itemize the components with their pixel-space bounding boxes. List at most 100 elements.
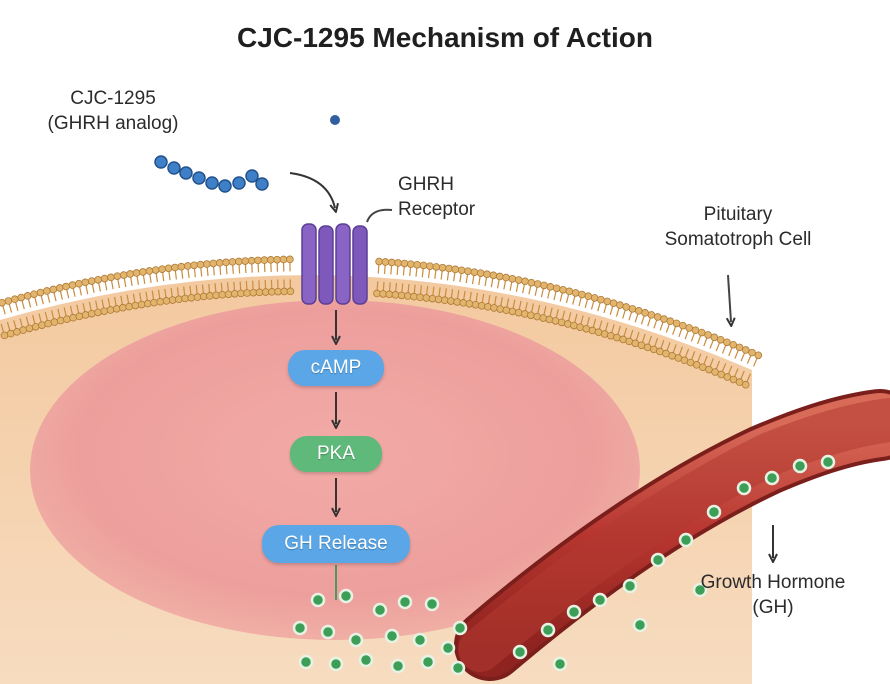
diagram-title: CJC-1295 Mechanism of Action bbox=[237, 22, 653, 53]
lipid-head bbox=[137, 300, 146, 309]
lipid-head bbox=[196, 260, 205, 269]
lipid-head bbox=[628, 305, 637, 313]
gh-granule bbox=[348, 632, 364, 648]
camp-node-label: cAMP bbox=[310, 357, 362, 378]
lipid-head bbox=[471, 300, 480, 309]
lipid-head bbox=[540, 281, 548, 290]
gh-granule bbox=[292, 620, 308, 636]
gh-granules bbox=[292, 454, 836, 676]
lipid-head bbox=[410, 292, 418, 301]
lipid-head bbox=[419, 261, 428, 270]
receptor-label-line1: GHRH bbox=[398, 174, 454, 195]
lipid-head bbox=[490, 304, 498, 312]
lipid-head bbox=[514, 308, 523, 317]
lipid-head bbox=[131, 301, 140, 310]
lipid-head bbox=[422, 294, 431, 302]
gh-granule bbox=[678, 532, 694, 548]
lipid-head bbox=[477, 301, 486, 310]
lipid-head bbox=[609, 299, 618, 308]
cell-label-line1: Pituitary bbox=[703, 204, 773, 225]
lipid-head bbox=[653, 313, 662, 321]
lipid-head bbox=[241, 257, 250, 265]
gh-granule bbox=[310, 592, 326, 608]
lipid-head bbox=[476, 269, 485, 277]
lipid-head bbox=[704, 331, 712, 339]
pka-node-label: PKA bbox=[316, 443, 356, 464]
lipid-head bbox=[527, 311, 535, 320]
gh-granule bbox=[792, 458, 808, 474]
peptide-chain bbox=[154, 155, 269, 193]
gh-granule bbox=[320, 624, 336, 640]
lipid-head bbox=[453, 298, 461, 306]
lipid-head bbox=[672, 319, 681, 328]
gh-granule bbox=[552, 656, 568, 672]
lipid-head bbox=[571, 289, 580, 297]
ghrh-receptor bbox=[301, 208, 393, 305]
lipid-head bbox=[600, 330, 609, 338]
lipid-head bbox=[119, 271, 128, 279]
lipid-head bbox=[255, 288, 264, 297]
lipid-head bbox=[597, 295, 605, 304]
lipid-head bbox=[139, 268, 147, 276]
gh-label: Growth Hormone (GH) bbox=[668, 570, 878, 620]
lipid-head bbox=[426, 262, 434, 270]
lipid-head bbox=[156, 297, 165, 306]
lipid-head bbox=[660, 315, 668, 323]
lipid-head bbox=[521, 277, 529, 286]
cell-label-arrow bbox=[728, 274, 731, 322]
lipid-head bbox=[416, 293, 424, 302]
lipid-head bbox=[403, 292, 412, 300]
lipid-head bbox=[247, 256, 256, 265]
receptor-label-line2: Receptor bbox=[398, 199, 476, 220]
lipid-head bbox=[539, 314, 548, 322]
lipid-head bbox=[177, 262, 186, 271]
lipid-head bbox=[489, 271, 498, 280]
lipid-head bbox=[741, 346, 750, 354]
lipid-head bbox=[520, 310, 529, 318]
lipid-head bbox=[464, 267, 472, 275]
lipid-head bbox=[533, 312, 541, 321]
lipid-head bbox=[273, 255, 281, 264]
lipid-head bbox=[268, 288, 276, 296]
lipid-head bbox=[50, 318, 59, 326]
lipid-head bbox=[527, 278, 536, 287]
lipid-head bbox=[582, 324, 591, 333]
lipid-head bbox=[432, 263, 441, 271]
pka-node: PKA bbox=[290, 436, 382, 472]
gh-granule bbox=[566, 604, 582, 620]
gh-granule bbox=[384, 628, 400, 644]
lipid-head bbox=[100, 274, 109, 283]
lipid-head bbox=[622, 303, 630, 311]
lipid-head bbox=[483, 270, 491, 279]
gh-granule bbox=[390, 658, 406, 674]
lipid-head bbox=[56, 316, 65, 325]
lipid-head bbox=[0, 298, 6, 307]
lipid-head bbox=[428, 294, 437, 303]
lipid-head bbox=[209, 259, 218, 268]
lipid-head bbox=[206, 292, 214, 300]
lipid-head bbox=[385, 290, 394, 299]
lipid-head bbox=[106, 306, 115, 314]
cjc-label: CJC-1295 (GHRH analog) bbox=[28, 86, 198, 136]
lipid-head bbox=[212, 291, 220, 300]
lipid-head bbox=[23, 292, 32, 300]
gh-release-node-label: GH Release bbox=[284, 533, 388, 554]
lipid-head bbox=[119, 303, 127, 312]
lipid-head bbox=[88, 309, 96, 318]
lipid-head bbox=[17, 293, 26, 302]
lipid-head bbox=[545, 315, 554, 324]
lipid-head bbox=[697, 328, 706, 337]
lipid-head bbox=[373, 289, 381, 298]
lipid-head bbox=[183, 262, 192, 270]
lipid-head bbox=[533, 280, 542, 288]
lipid-head bbox=[237, 289, 245, 298]
lipid-head bbox=[616, 301, 624, 309]
gh-granule bbox=[420, 654, 436, 670]
lipid-head bbox=[379, 290, 387, 298]
lipid-head bbox=[279, 255, 288, 264]
lipid-head bbox=[158, 265, 166, 273]
lipid-head bbox=[19, 326, 27, 334]
camp-node: cAMP bbox=[288, 350, 384, 386]
lipid-head bbox=[107, 273, 115, 282]
